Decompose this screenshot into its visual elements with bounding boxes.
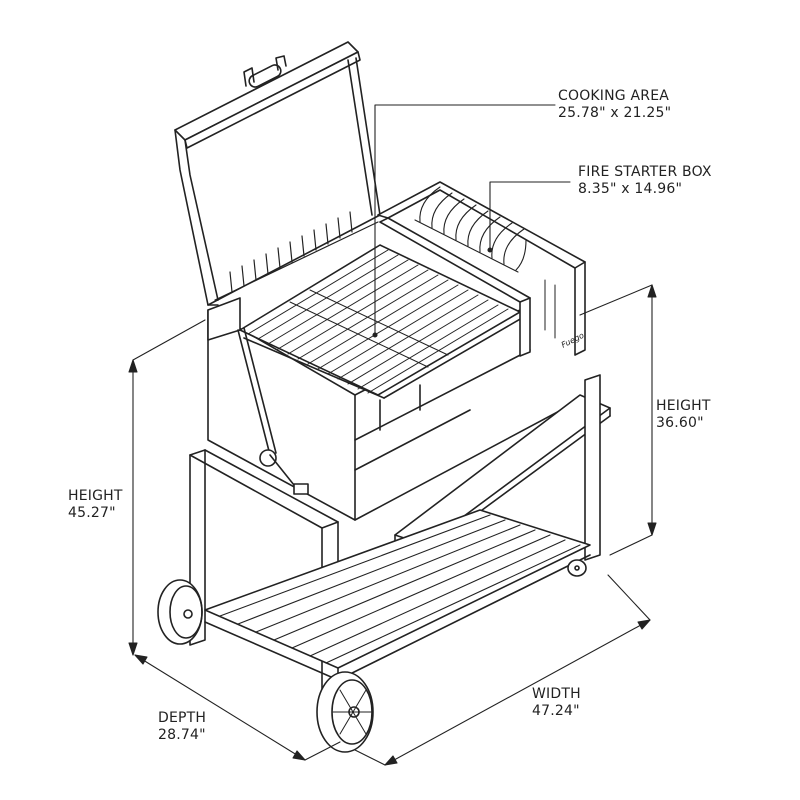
lift-mechanism: [237, 327, 309, 495]
lid-handle-icon: [243, 55, 287, 88]
firebox: [207, 244, 581, 521]
height-work-label: HEIGHT 36.60": [656, 398, 711, 432]
fire-starter-box-label: FIRE STARTER BOX 8.35" x 14.96": [578, 164, 712, 198]
depth-title: DEPTH: [158, 710, 207, 726]
depth-label: DEPTH 28.74": [158, 710, 206, 744]
lid-rods: [214, 211, 379, 301]
height-work-title: HEIGHT: [656, 398, 711, 414]
height-work-value: 36.60": [656, 415, 704, 431]
wheel-left: [157, 579, 203, 645]
width-label: WIDTH 47.24": [532, 686, 581, 720]
width-value: 47.24": [532, 703, 580, 719]
caster: [567, 559, 587, 577]
cooking-area-value: 25.78" x 21.25": [558, 105, 672, 121]
cooking-area-label: COOKING AREA 25.78" x 21.25": [558, 88, 671, 122]
height-total-title: HEIGHT: [68, 488, 123, 504]
basket-ribs: [414, 186, 527, 273]
lid: [174, 41, 381, 306]
width-title: WIDTH: [532, 686, 581, 702]
wheel-right: [316, 671, 374, 753]
fire-starter-box-value: 8.35" x 14.96": [578, 181, 683, 197]
cooking-area-leader: [374, 104, 556, 336]
fire-starter-box: Fuego: [377, 181, 586, 357]
fire-starter-leader: [489, 181, 571, 251]
cooking-grate: [243, 249, 523, 399]
depth-value: 28.74": [158, 727, 206, 743]
fire-starter-box-title: FIRE STARTER BOX: [578, 164, 712, 180]
height-total-label: HEIGHT 45.27": [68, 488, 123, 522]
height-total-value: 45.27": [68, 505, 116, 521]
dimension-lines: [128, 104, 657, 766]
cooking-area-title: COOKING AREA: [558, 88, 670, 104]
bottom-shelf-slats: [219, 514, 581, 664]
